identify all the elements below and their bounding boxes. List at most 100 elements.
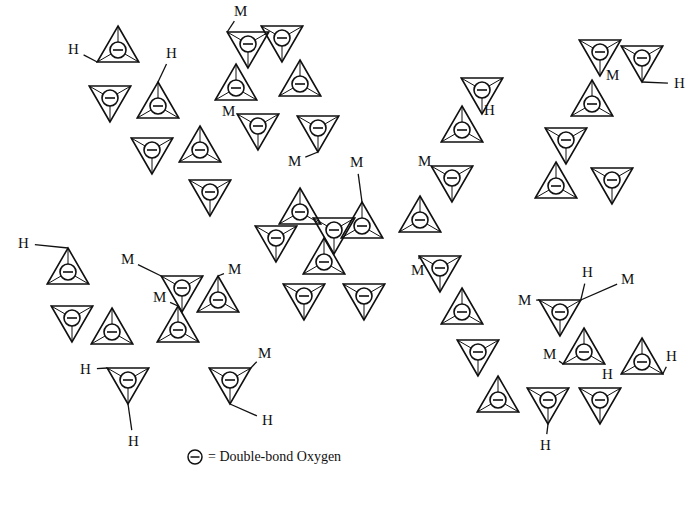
atom-label: H bbox=[602, 367, 613, 382]
tetrahedron bbox=[255, 226, 297, 262]
atom-label: M bbox=[222, 104, 235, 119]
oxygen-circle bbox=[592, 44, 608, 60]
oxygen-circle bbox=[210, 292, 226, 308]
atom-label: M bbox=[518, 293, 531, 308]
tetrahedron bbox=[283, 284, 325, 320]
double-bond-mark bbox=[473, 351, 483, 353]
atom-label: H bbox=[262, 413, 273, 428]
double-bond-mark bbox=[329, 229, 339, 231]
double-bond-mark bbox=[105, 97, 115, 99]
oxygen-circle bbox=[552, 304, 568, 320]
double-bond-mark bbox=[359, 295, 369, 297]
oxygen-circle bbox=[470, 344, 486, 360]
tetrahedron bbox=[47, 248, 89, 284]
double-bond-mark bbox=[551, 185, 561, 187]
double-bond-mark bbox=[637, 57, 647, 59]
bond-line bbox=[84, 55, 98, 62]
oxygen-circle bbox=[548, 178, 564, 194]
tetrahedron bbox=[215, 64, 257, 100]
atom-label: H bbox=[18, 236, 29, 251]
tetrahedron bbox=[237, 114, 279, 150]
oxygen-circle bbox=[192, 142, 208, 158]
oxygen-circle bbox=[634, 50, 650, 66]
atom-label: M bbox=[288, 154, 301, 169]
tetrahedron bbox=[97, 26, 139, 62]
atom-label: M bbox=[606, 68, 619, 83]
bond-line bbox=[581, 284, 617, 300]
tetrahedron bbox=[297, 116, 339, 152]
oxygen-circle bbox=[222, 372, 238, 388]
double-bond-mark bbox=[205, 191, 215, 193]
atom-label: H bbox=[666, 349, 677, 364]
atom-label: H bbox=[582, 265, 593, 280]
atom-label: M bbox=[228, 262, 241, 277]
tetrahedron bbox=[477, 376, 519, 412]
double-bond-mark bbox=[147, 149, 157, 151]
tetrahedron bbox=[579, 388, 621, 424]
double-bond-mark bbox=[113, 49, 123, 51]
oxygen-circle bbox=[490, 392, 506, 408]
atom-label: M bbox=[234, 4, 247, 19]
oxygen-circle bbox=[540, 392, 556, 408]
tetrahedron bbox=[107, 368, 149, 404]
double-bond-mark bbox=[357, 225, 367, 227]
tetrahedron bbox=[341, 202, 383, 238]
bond-line bbox=[218, 274, 224, 276]
double-bond-mark bbox=[447, 177, 457, 179]
tetrahedron bbox=[227, 32, 269, 68]
double-bond-mark bbox=[561, 139, 571, 141]
double-bond-mark bbox=[123, 379, 133, 381]
atom-label: H bbox=[68, 42, 79, 57]
double-bond-mark bbox=[295, 83, 305, 85]
oxygen-circle bbox=[454, 122, 470, 138]
oxygen-circle bbox=[268, 230, 284, 246]
tetrahedron bbox=[441, 106, 483, 142]
oxygen-circle bbox=[454, 304, 470, 320]
double-bond-mark bbox=[595, 399, 605, 401]
double-bond-mark bbox=[493, 399, 503, 401]
double-bond-mark bbox=[313, 127, 323, 129]
bond-line bbox=[642, 82, 668, 83]
atom-label: M bbox=[350, 155, 363, 170]
bond-line bbox=[418, 256, 420, 259]
oxygen-circle bbox=[310, 120, 326, 136]
atom-label: M bbox=[258, 346, 271, 361]
oxygen-circle bbox=[120, 372, 136, 388]
bond-line bbox=[230, 404, 257, 416]
legend: = Double-bond Oxygen bbox=[186, 448, 341, 466]
tetrahedron bbox=[303, 238, 345, 274]
tetrahedron bbox=[137, 82, 179, 118]
tetrahedron bbox=[51, 306, 93, 342]
oxygen-circle bbox=[444, 170, 460, 186]
oxygen-circle bbox=[584, 96, 600, 112]
double-bond-mark bbox=[63, 271, 73, 273]
double-bond-mark bbox=[457, 311, 467, 313]
bond-line bbox=[227, 21, 234, 32]
double-bond-mark bbox=[555, 311, 565, 313]
double-bond-mark bbox=[253, 125, 263, 127]
atom-label: M bbox=[121, 252, 134, 267]
double-bond-mark bbox=[477, 89, 487, 91]
double-bond-mark bbox=[231, 87, 241, 89]
double-bond-mark bbox=[195, 149, 205, 151]
oxygen-circle bbox=[296, 288, 312, 304]
oxygen-circle bbox=[150, 98, 166, 114]
bond-line bbox=[35, 245, 68, 248]
double-bond-mark bbox=[607, 179, 617, 181]
atom-label: M bbox=[418, 154, 431, 169]
tetrahedron bbox=[563, 328, 605, 364]
oxygen-circle bbox=[144, 142, 160, 158]
oxygen-circle bbox=[60, 264, 76, 280]
tetrahedron bbox=[621, 46, 663, 82]
bond-line bbox=[663, 367, 667, 374]
oxygen-circle bbox=[240, 36, 256, 52]
tetrahedron bbox=[91, 308, 133, 344]
double-bond-mark bbox=[213, 299, 223, 301]
double-bond-mark bbox=[299, 295, 309, 297]
oxygen-circle bbox=[104, 324, 120, 340]
bond-line bbox=[128, 404, 132, 430]
tetrahedron bbox=[591, 168, 633, 204]
oxygen-circle bbox=[634, 354, 650, 370]
oxygen-circle bbox=[292, 204, 308, 220]
